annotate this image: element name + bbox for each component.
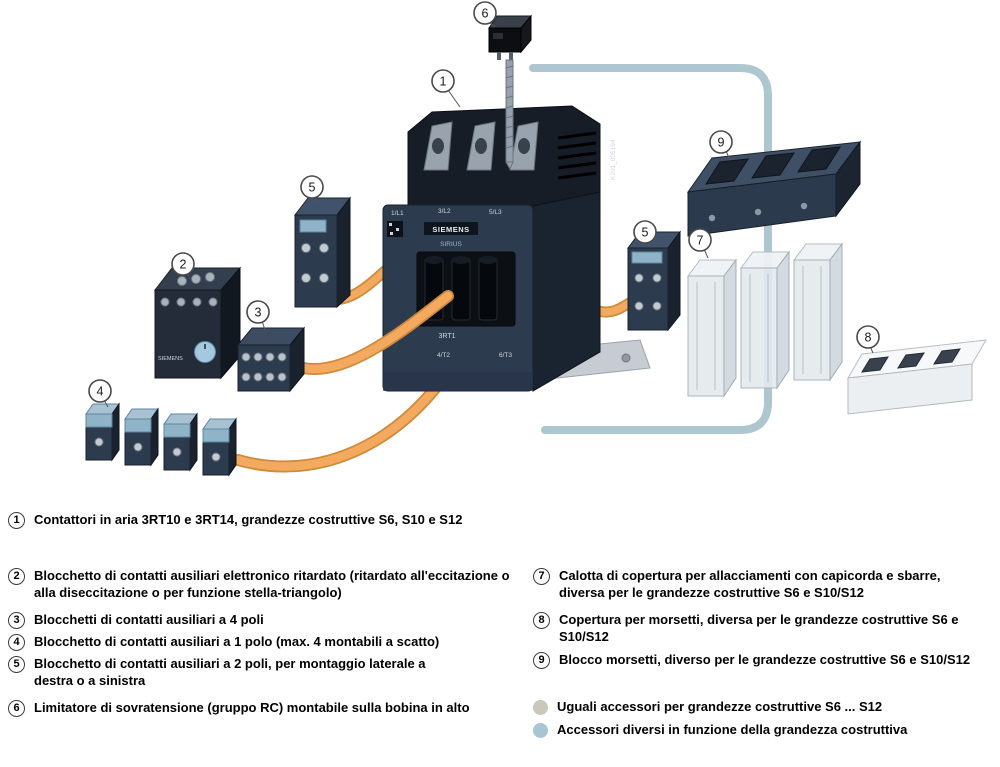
callout-5-left: 5 [300, 175, 324, 199]
aux-block-electronic-2: SIEMENS [153, 266, 242, 380]
legend-key-same: Uguali accessori per grandezze costrutti… [533, 699, 983, 716]
legend-num-7: 7 [533, 568, 550, 585]
legend-item-9: 9 Blocco morsetti, diverso per le grande… [533, 652, 983, 669]
aux-block-4pole-3 [236, 326, 306, 393]
callout-7: 7 [688, 228, 712, 252]
svg-text:1: 1 [440, 75, 447, 89]
legend-text-2: Blocchetto di contatti ausiliari elettro… [34, 568, 510, 600]
device-label: 3RT1 [439, 333, 456, 340]
svg-text:8: 8 [865, 331, 872, 345]
legend-num-3: 3 [8, 612, 25, 629]
svg-text:4: 4 [97, 385, 104, 399]
legend-item-5: 5 Blocchetto di contatti ausiliari a 2 p… [8, 656, 468, 689]
terminal-label-6T3: 6/T3 [499, 352, 512, 359]
legend-num-2: 2 [8, 568, 25, 585]
legend-text-7: Calotta di copertura per allacciamenti c… [559, 568, 941, 600]
transparent-covers-7 [687, 242, 843, 398]
svg-text:9: 9 [718, 136, 725, 150]
legend-key-text-different: Accessori diversi in funzione della gran… [557, 722, 908, 737]
callout-9: 9 [709, 130, 733, 154]
legend-text-5: Blocchetto di contatti ausiliari a 2 pol… [34, 656, 426, 688]
legend-item-8: 8 Copertura per morsetti, diversa per le… [533, 612, 973, 645]
legend-text-4: Blocchetto di contatti ausiliari a 1 pol… [34, 634, 440, 649]
legend-key-dot-same [533, 700, 548, 715]
legend-num-1: 1 [8, 512, 25, 529]
aux-block-2pole-right-5 [627, 230, 681, 332]
white-terminal-covers-8 [847, 339, 987, 415]
ribbon-from-block3 [290, 290, 454, 376]
legend-item-2: 2 Blocchetto di contatti ausiliari elett… [8, 568, 513, 601]
grouping-path-line [529, 64, 772, 434]
svg-text:3: 3 [255, 306, 262, 320]
image-code-label: K201_005194 [610, 139, 617, 180]
svg-text:7: 7 [697, 234, 704, 248]
svg-text:5: 5 [309, 181, 316, 195]
exploded-view-diagram: SIEMENS SIRIUS 1/L1 3/L2 5/L3 3RT1 4/T2 … [85, 1, 987, 477]
callout-8: 8 [856, 325, 880, 349]
callout-2: 2 [171, 252, 195, 276]
surge-suppressor-6 [488, 14, 532, 171]
legend-text-8: Copertura per morsetti, diversa per le g… [559, 612, 959, 644]
legend-text-1: Contattori in aria 3RT10 e 3RT14, grande… [34, 512, 463, 527]
legend-text-3: Blocchetti di contatti ausiliari a 4 pol… [34, 612, 264, 627]
mounting-screw [505, 59, 514, 171]
legend-item-7: 7 Calotta di copertura per allacciamenti… [533, 568, 983, 601]
legend-text-9: Blocco morsetti, diverso per le grandezz… [559, 652, 971, 667]
legend-item-4: 4 Blocchetto di contatti ausiliari a 1 p… [8, 634, 513, 651]
legend-key-different: Accessori diversi in funzione della gran… [533, 722, 983, 739]
svg-text:2: 2 [180, 258, 187, 272]
callout-6: 6 [473, 1, 497, 25]
legend-num-9: 9 [533, 652, 550, 669]
legend-key-dot-different [533, 723, 548, 738]
aux-block-2pole-left-5 [293, 196, 352, 309]
legend-text-6: Limitatore di sovratensione (gruppo RC) … [34, 700, 470, 715]
legend-num-6: 6 [8, 700, 25, 717]
legend-item-3: 3 Blocchetti di contatti ausiliari a 4 p… [8, 612, 513, 629]
terminal-label-3L2: 3/L2 [438, 208, 451, 215]
terminal-block-9 [686, 140, 862, 237]
legend-num-8: 8 [533, 612, 550, 629]
svg-text:5: 5 [642, 226, 649, 240]
callouts: 1 2 3 4 5 5 6 7 [88, 1, 880, 403]
brand-label: SIEMENS [432, 225, 469, 234]
contactor-body-1: SIEMENS SIRIUS 1/L1 3/L2 5/L3 3RT1 4/T2 … [382, 105, 617, 392]
legend-num-4: 4 [8, 634, 25, 651]
brand-label-small: SIEMENS [158, 356, 183, 362]
legend-item-1: 1 Contattori in aria 3RT10 e 3RT14, gran… [8, 512, 548, 529]
terminal-label-1L1: 1/L1 [391, 210, 404, 217]
legend-key-text-same: Uguali accessori per grandezze costrutti… [557, 699, 883, 714]
callout-4: 4 [88, 379, 112, 403]
callout-3: 3 [246, 300, 270, 324]
adjustment-dial [194, 341, 216, 363]
callout-1: 1 [431, 69, 455, 93]
terminal-label-5L3: 5/L3 [489, 209, 502, 216]
series-label: SIRIUS [440, 241, 462, 248]
terminal-label-4T2: 4/T2 [437, 352, 450, 359]
callout-5-right: 5 [633, 220, 657, 244]
aux-blocks-1pole-4 [85, 402, 237, 477]
svg-text:6: 6 [482, 7, 489, 21]
legend-num-5: 5 [8, 656, 25, 673]
legend-item-6: 6 Limitatore di sovratensione (gruppo RC… [8, 700, 513, 717]
